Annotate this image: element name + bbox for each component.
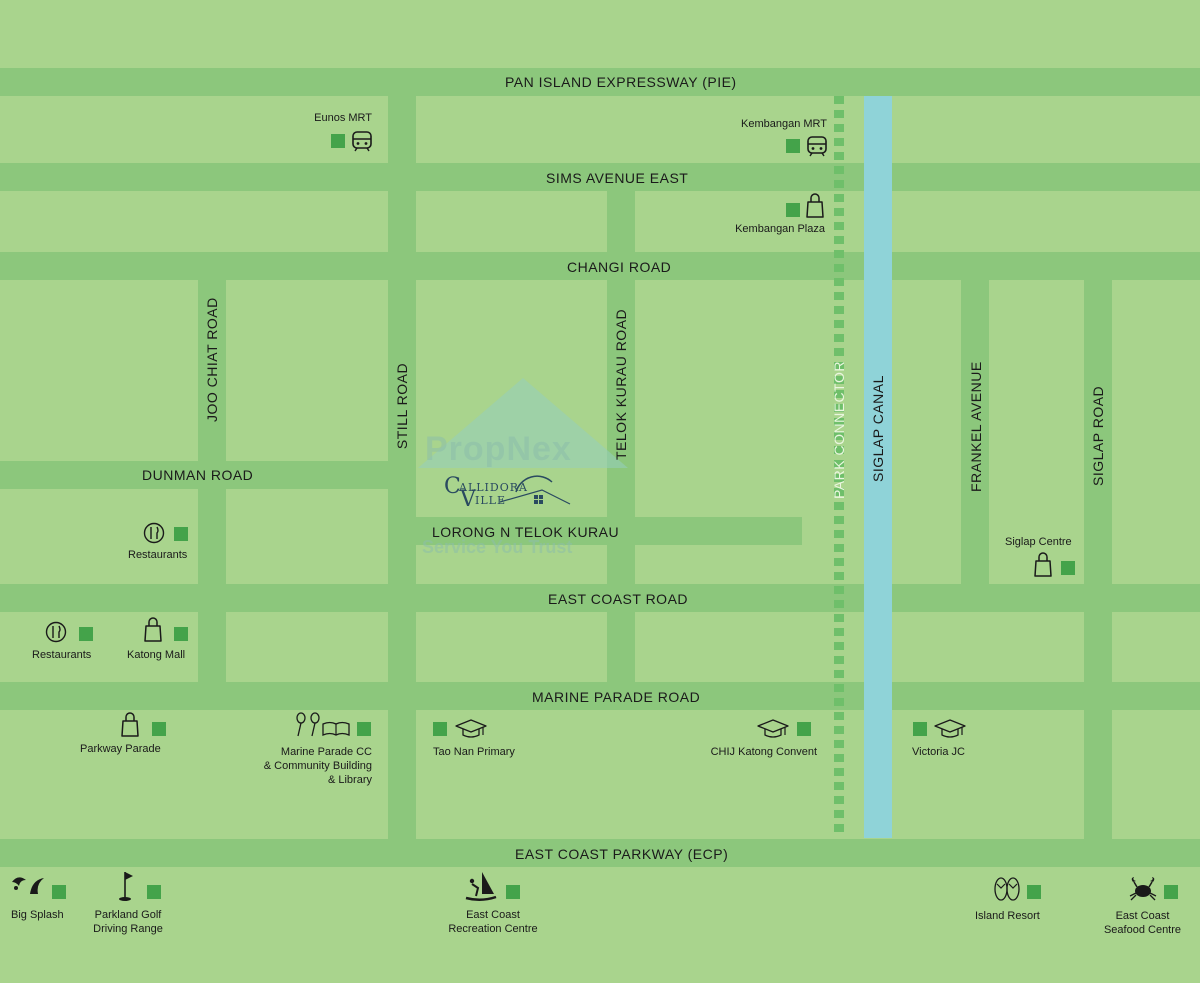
marker-eunos-mrt	[331, 134, 345, 148]
logo-initial-c: C	[444, 474, 462, 499]
crab-icon	[1129, 877, 1157, 901]
label-parkland-golf-1: Parkland Golf	[94, 909, 162, 921]
label-marine-parade-road: MARINE PARADE ROAD	[532, 689, 701, 705]
label-eunos-mrt: Eunos MRT	[314, 112, 372, 124]
marker-east-coast-seafood-centre	[1164, 885, 1178, 899]
label-kembangan-plaza: Kembangan Plaza	[735, 223, 825, 235]
road-siglap	[1084, 252, 1112, 867]
label-parkland-golf-2: Driving Range	[93, 923, 163, 935]
watermark-brand: PropNex	[425, 430, 572, 468]
road-lorong-n-telok-kurau	[388, 517, 802, 545]
label-chij-katong-convent: CHIJ Katong Convent	[710, 746, 817, 758]
label-park-connector: PARK CONNECTOR	[831, 361, 847, 499]
label-island-resort: Island Resort	[975, 910, 1040, 922]
shopping-bag-icon	[144, 617, 162, 642]
marker-marine-parade-cc	[357, 722, 371, 736]
label-pie: PAN ISLAND EXPRESSWAY (PIE)	[505, 74, 737, 90]
label-siglap-canal: SIGLAP CANAL	[870, 375, 886, 482]
marker-siglap-centre	[1061, 561, 1075, 575]
marker-big-splash	[52, 885, 66, 899]
badminton-book-icon	[296, 712, 350, 737]
logo-line-2: ILLE	[475, 494, 506, 507]
road-changi	[0, 252, 1200, 280]
golf-flag-icon	[119, 872, 133, 901]
label-big-splash: Big Splash	[11, 909, 64, 921]
label-marine-parade-cc-2: & Community Building	[263, 760, 372, 772]
restaurant-icon	[143, 522, 165, 544]
label-ecrc-2: Recreation Centre	[448, 923, 538, 935]
marker-restaurants-1	[174, 527, 188, 541]
label-still-road: STILL ROAD	[394, 362, 410, 450]
restaurant-icon	[45, 621, 67, 643]
watermark-tagline: Service You Trust	[422, 537, 573, 557]
label-restaurants-1: Restaurants	[128, 549, 188, 561]
label-joo-chiat-road: JOO CHIAT ROAD	[204, 297, 220, 422]
train-icon	[807, 136, 827, 157]
label-siglap-road: SIGLAP ROAD	[1090, 385, 1106, 486]
marker-katong-mall	[174, 627, 188, 641]
label-kembangan-mrt: Kembangan MRT	[740, 118, 827, 130]
park-connector	[834, 96, 844, 838]
marker-restaurants-2	[79, 627, 93, 641]
label-parkway-parade: Parkway Parade	[80, 743, 161, 755]
shopping-bag-icon	[1034, 552, 1052, 577]
marker-island-resort	[1027, 885, 1041, 899]
label-seafood-1: East Coast	[1115, 910, 1170, 922]
shopping-bag-icon	[806, 193, 824, 218]
road-ecp	[0, 839, 1200, 867]
label-siglap-centre: Siglap Centre	[1005, 536, 1072, 548]
label-marine-parade-cc-1: Marine Parade CC	[280, 746, 372, 758]
marker-kembangan-mrt	[786, 139, 800, 153]
road-still	[388, 68, 416, 867]
label-ecp: EAST COAST PARKWAY (ECP)	[515, 846, 729, 862]
marker-parkland-golf	[147, 885, 161, 899]
label-marine-parade-cc-3: & Library	[327, 774, 372, 786]
label-telok-kurau-road: TELOK KURAU ROAD	[613, 308, 629, 460]
slippers-icon	[994, 877, 1020, 901]
graduation-cap-icon	[455, 719, 487, 738]
train-icon	[352, 131, 372, 152]
marker-parkway-parade	[152, 722, 166, 736]
shopping-bag-icon	[121, 712, 139, 737]
label-ecrc-1: East Coast	[466, 909, 520, 921]
marker-east-coast-recreation-centre	[506, 885, 520, 899]
label-tao-nan-primary: Tao Nan Primary	[433, 746, 515, 758]
label-dunman-road: DUNMAN ROAD	[142, 467, 254, 483]
splash-icon	[12, 877, 44, 894]
label-sims-avenue-east: SIMS AVENUE EAST	[546, 170, 689, 186]
label-lorong-n-telok-kurau: LORONG N TELOK KURAU	[432, 524, 620, 540]
graduation-cap-icon	[757, 719, 789, 738]
road-joo-chiat	[198, 280, 226, 710]
marker-victoria-jc	[913, 722, 927, 736]
label-katong-mall: Katong Mall	[127, 649, 186, 661]
logo-line-1: ALLIDORA	[459, 481, 528, 494]
road-telok-kurau	[607, 191, 635, 710]
label-changi-road: CHANGI ROAD	[567, 259, 672, 275]
road-pie	[0, 68, 1200, 96]
graduation-cap-icon	[934, 719, 966, 738]
marker-kembangan-plaza	[786, 203, 800, 217]
label-victoria-jc: Victoria JC	[912, 746, 965, 758]
windsurf-icon	[465, 872, 497, 901]
label-seafood-2: Seafood Centre	[1103, 924, 1182, 936]
siglap-canal	[864, 96, 892, 838]
marker-chij-katong-convent	[797, 722, 811, 736]
propnex-watermark-icon	[418, 378, 628, 468]
marker-tao-nan-primary	[433, 722, 447, 736]
road-frankel	[961, 252, 989, 612]
logo-initial-v: V	[460, 487, 477, 512]
callidora-ville-logo-icon	[499, 475, 571, 505]
road-sims-avenue-east	[0, 163, 1200, 191]
label-frankel-avenue: FRANKEL AVENUE	[968, 361, 984, 492]
label-restaurants-2: Restaurants	[32, 649, 92, 661]
label-east-coast-road: EAST COAST ROAD	[548, 591, 689, 607]
